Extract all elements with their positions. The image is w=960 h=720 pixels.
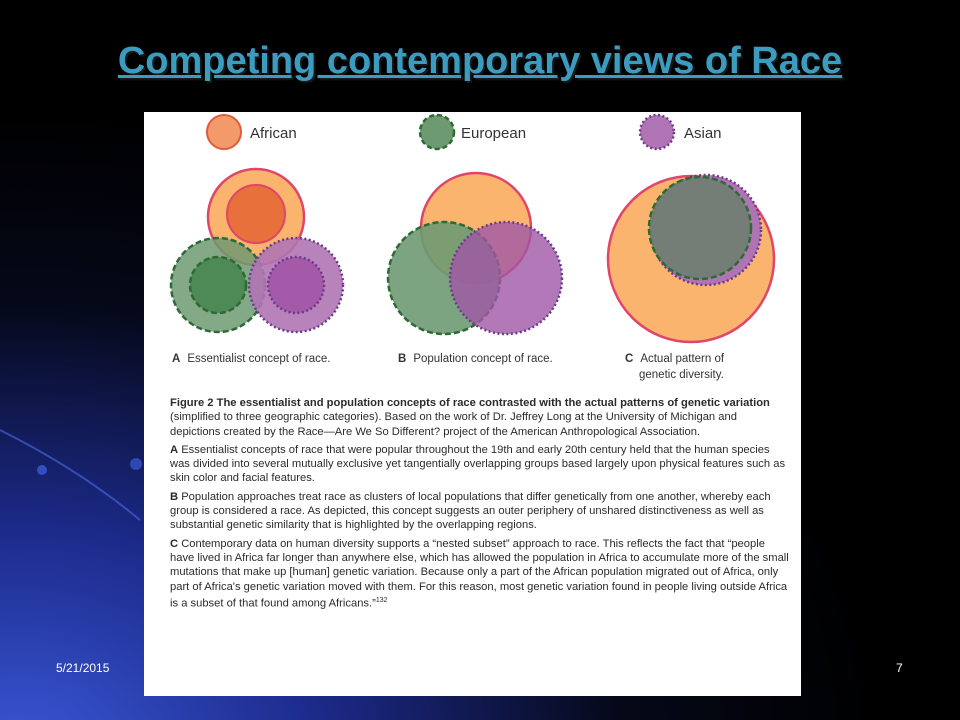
caption-paragraph-b: B Population approaches treat race as cl…	[170, 490, 790, 533]
figure-description: (simplified to three geographic categori…	[170, 411, 737, 438]
asian-population-circle	[448, 220, 564, 336]
legend-label-asian: Asian	[684, 125, 722, 142]
figure-panel: African European Asian	[144, 112, 801, 696]
caption-letter-c: C	[170, 537, 179, 550]
slide-page-number: 7	[896, 661, 903, 675]
european-nested-circle	[647, 175, 753, 281]
caption-letter-a: A	[170, 443, 179, 456]
african-legend-icon	[206, 114, 242, 150]
european-legend-icon	[418, 113, 456, 151]
slide-date: 5/21/2015	[56, 661, 110, 675]
panel-c-diagram	[606, 173, 776, 344]
race-concepts-diagram: African European Asian	[169, 113, 776, 381]
caption-text-b: Population approaches treat race as clus…	[170, 490, 771, 532]
slide-title: Competing contemporary views of Race	[117, 40, 843, 82]
european-inner-circle	[188, 255, 248, 315]
caption-paragraph-c: C Contemporary data on human diversity s…	[170, 537, 790, 611]
asian-legend-icon	[638, 113, 676, 151]
asian-inner-circle	[266, 255, 326, 315]
background-swoosh	[0, 429, 141, 521]
panel-a-diagram	[169, 167, 345, 334]
panel-b-diagram	[386, 171, 564, 336]
background-dot	[130, 458, 142, 470]
figure-title: Figure 2 The essentialist and population…	[170, 397, 770, 409]
footnote-marker: 132	[375, 596, 388, 604]
caption-letter-b: B	[170, 490, 179, 503]
caption-intro: Figure 2 The essentialist and population…	[170, 396, 790, 439]
caption-paragraph-a: A Essentialist concepts of race that wer…	[170, 443, 790, 486]
panel-c-label-line2: genetic diversity.	[639, 369, 724, 381]
caption-text-c: Contemporary data on human diversity sup…	[170, 537, 789, 610]
background-dot	[37, 465, 47, 475]
caption-text-a: Essentialist concepts of race that were …	[170, 443, 786, 485]
legend-label-european: European	[461, 125, 526, 142]
legend-label-african: African	[250, 125, 297, 142]
african-inner-circle	[226, 184, 286, 244]
legend: African European Asian	[206, 113, 722, 151]
figure-caption: Figure 2 The essentialist and population…	[170, 396, 790, 615]
